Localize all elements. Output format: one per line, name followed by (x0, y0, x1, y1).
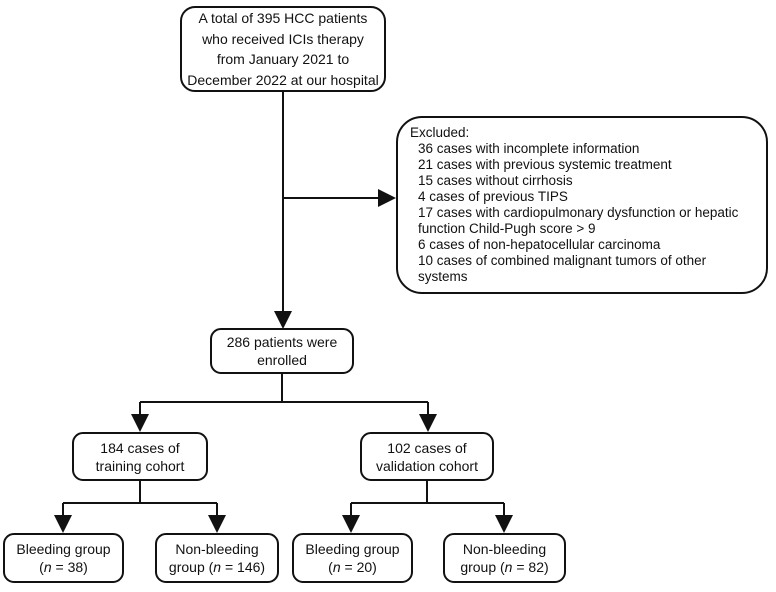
excluded-box: Excluded: 36 cases with incomplete infor… (396, 116, 768, 294)
group-count: (n = 38) (39, 559, 88, 575)
group-label: Bleeding group (305, 541, 400, 557)
nonbleeding-group-validation-box: Non-bleeding group (n = 82) (443, 533, 566, 583)
group-label: Non-bleeding (175, 541, 259, 557)
connector-validation-split (351, 481, 504, 504)
nonbleeding-group-training-box: Non-bleeding group (n = 146) (155, 533, 279, 583)
group-count: group (n = 82) (460, 559, 549, 575)
enrolled-box: 286 patients were enrolled (210, 328, 354, 374)
total-patients-text: A total of 395 HCC patients who received… (187, 10, 379, 88)
validation-cohort-text: 102 cases of validation cohort (376, 439, 478, 474)
validation-cohort-box: 102 cases of validation cohort (360, 432, 494, 481)
enrolled-text: 286 patients were enrolled (226, 334, 338, 368)
group-label: Non-bleeding (462, 541, 547, 557)
training-cohort-box: 184 cases of training cohort (72, 432, 208, 481)
group-label: Bleeding group (16, 541, 111, 557)
training-cohort-text: 184 cases of training cohort (95, 439, 185, 474)
excluded-item: 6 cases of non-hepatocellular carcinoma (418, 237, 661, 252)
excluded-title: Excluded: (410, 125, 470, 140)
excluded-item: 15 cases without cirrhosis (418, 173, 573, 188)
excluded-item: 4 cases of previous TIPS (418, 189, 568, 204)
total-patients-box: A total of 395 HCC patients who received… (180, 6, 386, 92)
connector-enrolled-split (140, 374, 428, 403)
excluded-item: 36 cases with incomplete information (418, 141, 640, 156)
connector-training-split (63, 481, 217, 504)
excluded-item: 10 cases of combined malignant tumors of… (418, 253, 707, 284)
group-count: (n = 20) (328, 559, 377, 575)
excluded-item: 17 cases with cardiopulmonary dysfunctio… (418, 205, 739, 236)
excluded-item: 21 cases with previous systemic treatmen… (418, 157, 672, 172)
bleeding-group-validation-box: Bleeding group (n = 20) (292, 533, 413, 583)
group-count: group (n = 146) (168, 559, 266, 575)
bleeding-group-training-box: Bleeding group (n = 38) (3, 533, 124, 583)
